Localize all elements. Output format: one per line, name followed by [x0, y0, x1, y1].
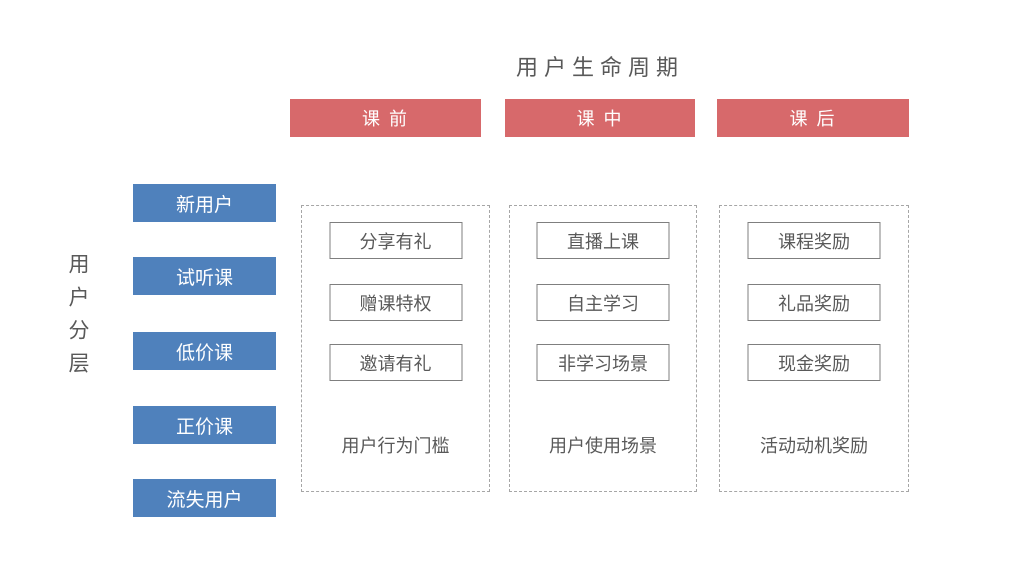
- item-gift-class-privilege: 赠课特权: [329, 284, 462, 321]
- phase-header-pre-class: 课 前: [290, 99, 481, 137]
- segment-new-user: 新用户: [133, 184, 276, 222]
- item-cash-reward: 现金奖励: [747, 344, 881, 381]
- segment-full-price-class: 正价课: [133, 406, 276, 444]
- item-live-class: 直播上课: [536, 222, 670, 259]
- phase-column-post-class: 课程奖励 礼品奖励 现金奖励 活动动机奖励: [719, 205, 909, 492]
- phase-header-post-class: 课 后: [717, 99, 909, 137]
- item-invite-gift: 邀请有礼: [329, 344, 462, 381]
- phase-column-pre-class: 分享有礼 赠课特权 邀请有礼 用户行为门槛: [301, 205, 490, 492]
- phase-footer-motivation-rewards: 活动动机奖励: [760, 436, 868, 456]
- phase-footer-behavior-threshold: 用户行为门槛: [341, 436, 450, 456]
- item-gift-reward: 礼品奖励: [747, 284, 881, 321]
- segment-trial-class: 试听课: [133, 257, 276, 295]
- item-self-study: 自主学习: [536, 284, 670, 321]
- item-course-reward: 课程奖励: [747, 222, 881, 259]
- segment-low-price-class: 低价课: [133, 332, 276, 370]
- phase-footer-usage-scenes: 用户使用场景: [549, 436, 657, 456]
- page-title: 用户生命周期: [515, 55, 684, 80]
- segment-churned-user: 流失用户: [133, 479, 276, 517]
- side-label-user-segmentation: 用户分层: [66, 253, 89, 385]
- item-share-gift: 分享有礼: [329, 222, 462, 259]
- phase-column-in-class: 直播上课 自主学习 非学习场景 用户使用场景: [509, 205, 697, 492]
- phase-header-in-class: 课 中: [505, 99, 695, 137]
- item-non-learning-scene: 非学习场景: [536, 344, 670, 381]
